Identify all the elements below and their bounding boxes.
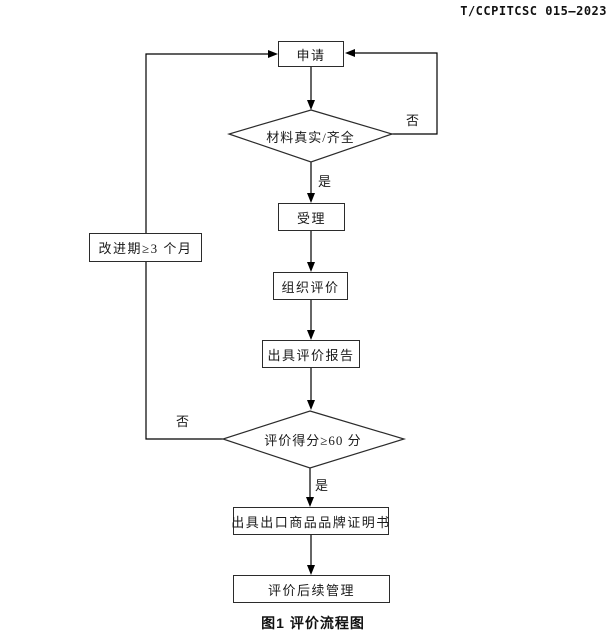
arrowheads <box>268 49 355 575</box>
branch-label-yes: 是 <box>318 174 332 189</box>
arrowhead-down-icon <box>307 330 315 340</box>
arrowhead-down-icon <box>307 100 315 110</box>
node-improvement-period: 改进期≥3 个月 <box>89 233 202 262</box>
decision-diamonds <box>221 109 407 469</box>
decision-materials-label: 材料真实/齐全 <box>266 130 355 145</box>
branch-label-no: 否 <box>406 113 420 128</box>
node-accept: 受理 <box>278 203 345 231</box>
branch-label-no: 否 <box>176 414 190 429</box>
arrowhead-down-icon <box>307 262 315 272</box>
arrowhead-left-icon <box>345 49 355 57</box>
figure-caption: 图1 评价流程图 <box>261 615 365 631</box>
node-apply: 申请 <box>278 41 344 67</box>
arrowhead-down-icon <box>307 400 315 410</box>
right-loop-line <box>354 52 438 135</box>
arrowhead-down-icon <box>306 497 314 507</box>
branch-label-yes: 是 <box>315 478 329 493</box>
node-issue-certificate: 出具出口商品品牌证明书 <box>231 507 389 535</box>
arrowhead-right-icon <box>268 50 278 58</box>
node-issue-report: 出具评价报告 <box>262 340 360 368</box>
arrowhead-down-icon <box>307 193 315 203</box>
diamond-materials-check <box>227 109 394 163</box>
node-organize-evaluation: 组织评价 <box>273 272 348 300</box>
node-followup-management: 评价后续管理 <box>233 575 390 603</box>
arrowhead-down-icon <box>307 565 315 575</box>
diamond-score-check <box>221 410 407 469</box>
decision-score-label: 评价得分≥60 分 <box>264 433 362 448</box>
standard-number: T/CCPITCSC 015—2023 <box>460 4 607 18</box>
